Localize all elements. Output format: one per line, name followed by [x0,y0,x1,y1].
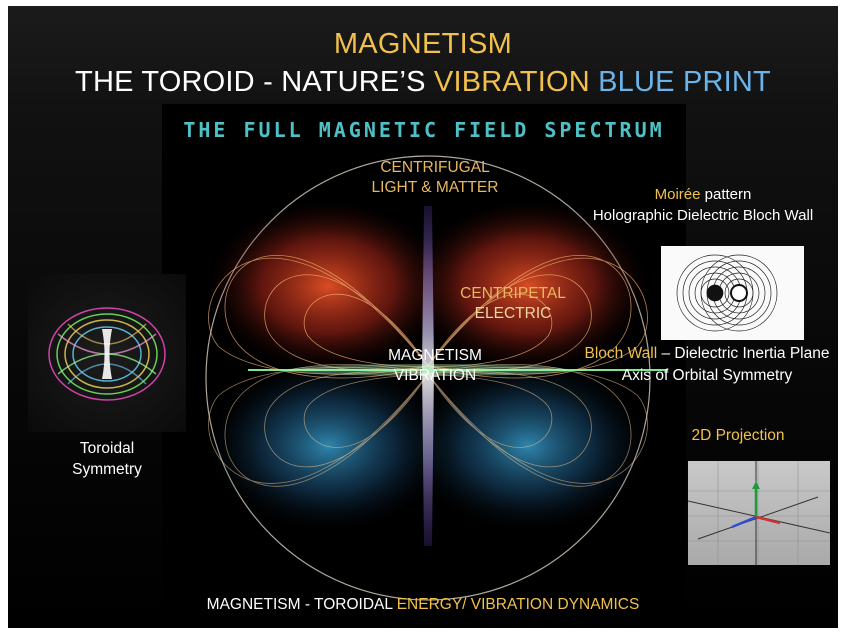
label-toroidal-line1: Toroidal [79,440,135,457]
outer-circle [205,155,651,601]
2d-projection-image [687,461,831,565]
moiree-pattern-image [661,246,804,340]
lobe-bottom-left [208,361,448,531]
label-centrifugal: CENTRIFUGAL LIGHT & MATTER [360,158,510,198]
lobe-top-right [408,201,648,371]
label-magnetism: MAGNETISM VIBRATION [360,346,510,386]
label-centripetal-line2: ELECTRIC [474,305,552,322]
label-toroidal-line2: Symmetry [72,461,142,478]
label-centrifugal-line1: CENTRIFUGAL [380,159,490,176]
vertical-beam [422,206,434,546]
moiree-pattern-icon [676,254,778,332]
title-part-blueprint: BLUE PRINT [589,66,771,98]
label-axis: Axis of Orbital Symmetry [621,367,793,384]
footer-caption: MAGNETISM - TOROIDAL ENERGY/ VIBRATION D… [8,596,838,614]
title-part-vibration: VIBRATION [433,66,590,98]
label-magnetism-line2: VIBRATION [393,367,477,384]
axes-icon [687,461,831,565]
slide: MAGNETISM THE TOROID - NATURE’S VIBRATIO… [8,6,838,628]
label-centripetal-line1: CENTRIPETAL [460,285,566,302]
label-centrifugal-line2: LIGHT & MATTER [371,179,499,196]
toroidal-symmetry-image [28,274,186,432]
lobe-top-left [208,201,448,371]
field-lines-lower [208,364,648,487]
toroid-illustration [205,155,668,601]
spectrum-title: THE FULL MAGNETIC FIELD SPECTRUM [183,118,665,142]
label-moiree-line1: Moirée pattern [568,184,838,205]
label-bloch-wall: Bloch Wall – Dielectric Inertia Plane Ax… [568,343,838,387]
label-toroidal-symmetry: Toroidal Symmetry [28,438,186,480]
label-moiree-rest: pattern [700,186,752,203]
label-bloch-word: Bloch Wall [584,345,658,362]
label-moiree: Moirée pattern Holographic Dielectric Bl… [568,184,838,226]
plane-glow [288,364,568,376]
footer-part-1: MAGNETISM - TOROIDAL [206,596,397,613]
toroid-sphere-icon [48,307,166,401]
label-holographic: Holographic Dielectric Bloch Wall [592,207,814,224]
label-2d-projection: 2D Projection [691,427,785,444]
footer-part-2: ENERGY/ VIBRATION DYNAMICS [396,596,640,613]
lobe-bottom-right [408,361,648,531]
label-magnetism-line1: MAGNETISM [388,347,482,364]
label-bloch-line1: Bloch Wall – Dielectric Inertia Plane [568,343,838,365]
title-magnetism: MAGNETISM [333,28,513,60]
title-subheading: THE TOROID - NATURE’S VIBRATION BLUE PRI… [8,66,838,99]
label-moiree-word: Moirée [654,186,701,203]
label-centripetal: CENTRIPETAL ELECTRIC [448,284,578,324]
label-bloch-rest: – Dielectric Inertia Plane [657,345,830,362]
title-part-1: THE TOROID - NATURE’S [75,66,434,98]
